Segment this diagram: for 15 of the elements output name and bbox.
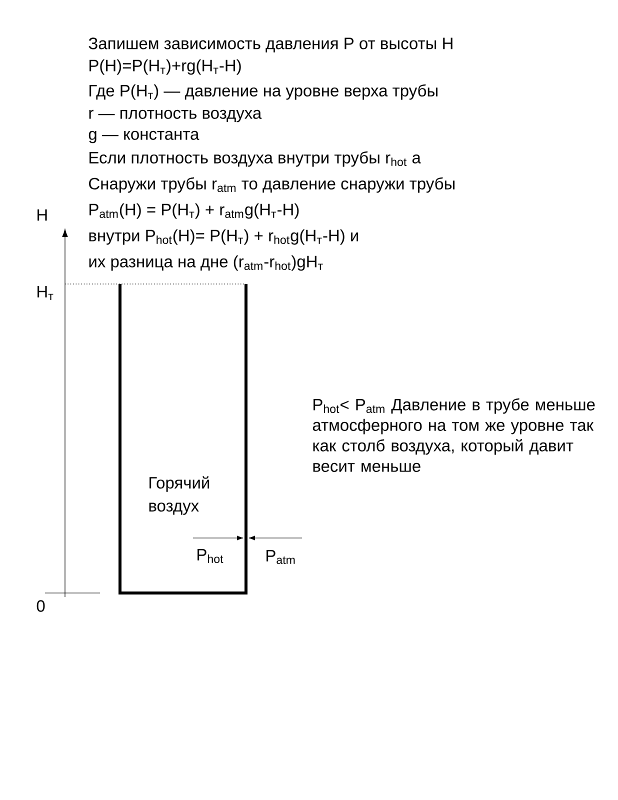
axis-label: H$_{т}$: [38, 286, 54, 300]
explanation-text: Где P(H$_{т}$) — давление на уровне верха трубы: [90, 84, 438, 100]
explanation-text: P(H)=P(H$_{т}$)+rg(H$_{т}$-H): [90, 59, 241, 75]
axis-label: 0: [36, 600, 45, 612]
explanation-text: P$_{atm}$(H) = P(H$_{т}$) + r$_{atm}$g(H$_{т}$-H): [90, 203, 299, 219]
explanation-text: r — плотность воздуха: [89, 110, 262, 122]
axis-label: H: [38, 209, 47, 221]
explanation-text: внутри P$_{hot}$(H)= P(H$_{т}$) + r$_{hot}$g(H$_{т}$-H) и: [89, 229, 358, 245]
explanation-text: g — константа: [88, 130, 200, 144]
explanation-text: Запишем зависимость давления P от высоты H: [88, 38, 452, 52]
note-text: P$_{hot}$< P$_{atm}$ Давление в трубе меньше атмосферного на том же уровне так как столб воздуха, который давит весит меньше: [312, 398, 595, 472]
pressure-label: P$_{atm}$: [266, 550, 295, 564]
explanation-text: Снаружи трубы r$_{atm}$ то давление снаружи трубы: [89, 177, 454, 193]
explanation-text: Если плотность воздуха внутри трубы r$_{hot}$ а: [90, 151, 421, 167]
pressure-label: P$_{hot}$: [198, 548, 224, 564]
